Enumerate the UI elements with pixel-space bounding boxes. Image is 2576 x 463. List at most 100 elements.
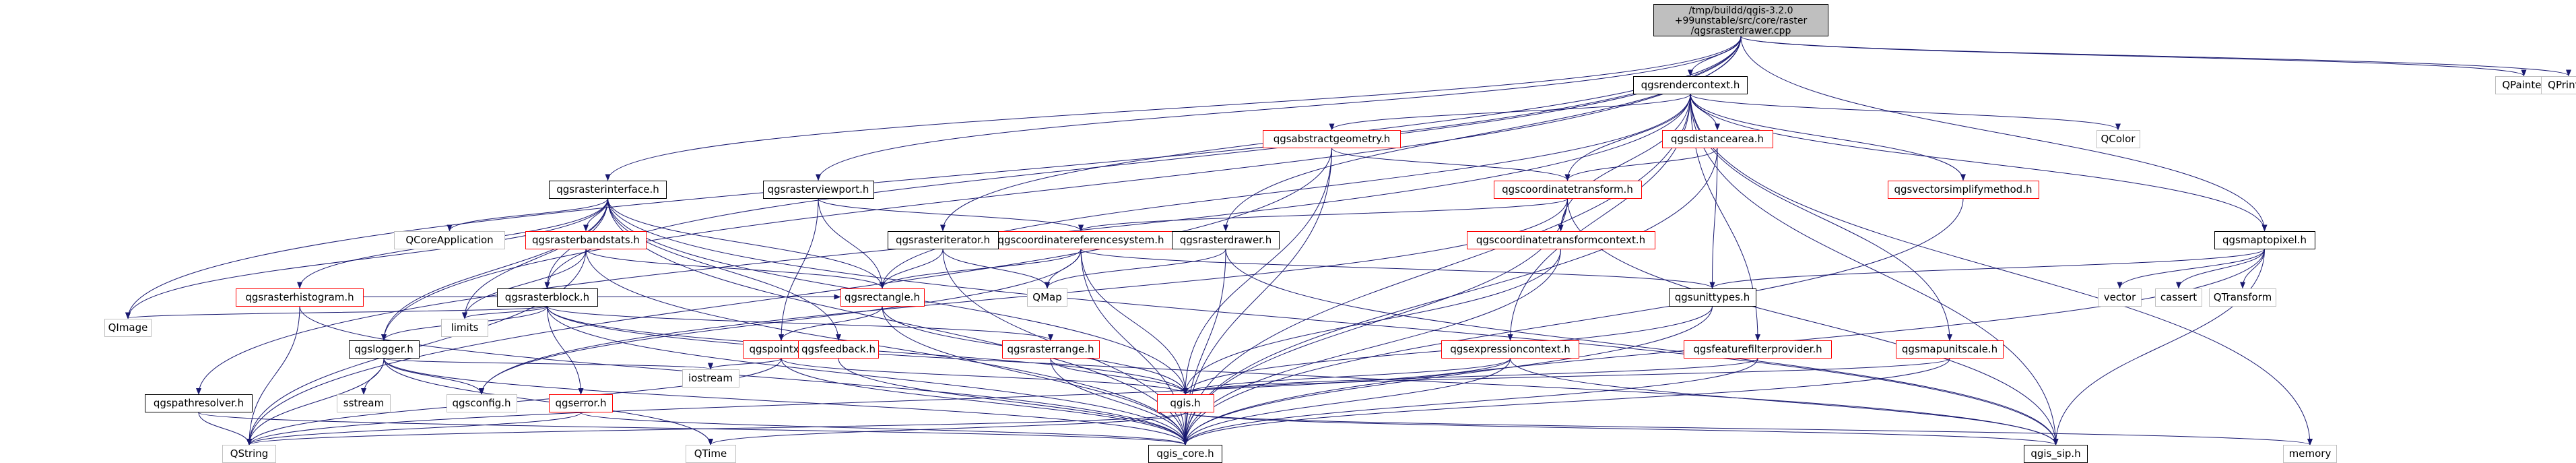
edge-qgsrendercontext-to-qgis_core <box>1183 94 1691 445</box>
node-qimage[interactable]: QImage <box>104 318 152 337</box>
edge-qgsrendercontext-to-qgscoordinatetransform <box>1564 94 1691 181</box>
edge-qgsrendercontext-to-qgis_sip <box>1690 94 2059 445</box>
node-qgis[interactable]: qgis.h <box>1156 394 1214 412</box>
edge-qgscoordinatereferencesystem-to-qgsconfig <box>479 249 1082 395</box>
edge-qgsabstractgeometry-to-qgis <box>1183 148 1332 395</box>
node-qgsabstractgeometry[interactable]: qgsabstractgeometry.h <box>1263 129 1401 148</box>
node-sstream[interactable]: sstream <box>337 394 391 412</box>
node-vector[interactable]: vector <box>2098 288 2142 307</box>
node-qgslogger[interactable]: qgslogger.h <box>348 340 420 359</box>
edge-qgsrasterhistogram-to-qstring <box>246 306 300 445</box>
node-qgsvectorsimplifymethod[interactable]: qgsvectorsimplifymethod.h <box>1887 180 2039 199</box>
edge-qgserror-to-qstring <box>246 412 581 445</box>
node-qgsconfig[interactable]: qgsconfig.h <box>446 394 517 412</box>
edge-qgsfeaturefilterprovider-to-qgis_core <box>1183 358 1758 445</box>
root-line-3: /qgsrasterdrawer.cpp <box>1690 26 1791 36</box>
edge-qgsunittypes-to-qgis_core <box>1183 306 1713 445</box>
node-qgis-core[interactable]: qgis_core.h <box>1148 445 1222 463</box>
root-file-node[interactable]: /tmp/buildd/qgis-3.2.0 +99unstable/src/c… <box>1653 4 1828 36</box>
node-qgsrasterinterface[interactable]: qgsrasterinterface.h <box>549 180 667 199</box>
edge-qgsabstractgeometry-to-qstring <box>246 148 1332 445</box>
edge-qgsrasterviewport-to-qgscoordinatereferencesystem <box>818 198 1084 232</box>
edge-qgspointxy-to-iostream <box>708 358 782 370</box>
node-qgscoordinatetransformcontext[interactable]: qgscoordinatetransformcontext.h <box>1466 230 1655 249</box>
node-limits[interactable]: limits <box>441 318 488 337</box>
edge-qgslogger-to-qgis_core <box>383 358 1188 445</box>
edge-root-to-qprinter <box>1740 36 2571 77</box>
edge-qgsrasterinterface-to-qgslogger <box>381 198 608 341</box>
node-qstring[interactable]: QString <box>222 445 276 463</box>
edge-qgsrasterblock-to-qgis_sip <box>547 306 2059 445</box>
edge-qgsrasterviewport-to-qgsrectangle <box>818 198 885 289</box>
node-qgsfeedback[interactable]: qgsfeedback.h <box>798 340 879 359</box>
edge-qgsrasterinterface-to-qgsfeedback <box>607 198 841 341</box>
node-qmap[interactable]: QMap <box>1027 288 1067 307</box>
edge-qgsdistancearea-to-qgsunittypes <box>1709 148 1718 289</box>
graph-nodes: /tmp/buildd/qgis-3.2.0 +99unstable/src/c… <box>104 4 2576 463</box>
edge-qgsexpressioncontext-to-qstring <box>246 358 1511 445</box>
edge-qgspathresolver-to-qgis_core <box>198 412 1188 445</box>
edge-qgsrasterblock-to-limits <box>462 306 548 319</box>
node-qgsrasterhistogram[interactable]: qgsrasterhistogram.h <box>236 288 364 307</box>
edge-qgsrendercontext-to-qgsabstractgeometry <box>1329 94 1691 131</box>
node-iostream[interactable]: iostream <box>682 369 739 388</box>
edge-qgsrasterblock-to-qimage <box>125 306 548 319</box>
node-qtransform[interactable]: QTransform <box>2209 288 2276 307</box>
edge-qgsrasterbandstats-to-limits <box>462 249 587 319</box>
edge-qgsrasteriterator-to-qmap <box>942 249 1050 289</box>
edge-qgsrendercontext-to-qgsmaptopixel <box>1690 94 2268 232</box>
edge-qgspointxy-to-qgis_core <box>781 358 1188 445</box>
edge-qgsrendercontext-to-qcolor <box>1690 94 2121 131</box>
edge-qgis-to-memory <box>1185 412 2313 445</box>
node-qgsfeaturefilterprovider[interactable]: qgsfeaturefilterprovider.h <box>1684 340 1832 359</box>
node-qgsrasterdrawer[interactable]: qgsrasterdrawer.h <box>1172 230 1280 249</box>
node-qgscoordinatereferencesystem[interactable]: qgscoordinatereferencesystem.h <box>988 230 1174 249</box>
edge-qgsrasterhistogram-to-qgis_core <box>299 306 1188 445</box>
edge-qgscoordinatetransformcontext-to-qgis <box>1183 249 1561 395</box>
edge-qgis-to-qstring <box>246 412 1186 445</box>
node-qgsunittypes[interactable]: qgsunittypes.h <box>1668 288 1756 307</box>
edge-qgspointxy-to-qgis <box>781 358 1188 395</box>
node-qgsmapunitscale[interactable]: qgsmapunitscale.h <box>1896 340 2004 359</box>
node-qgserror[interactable]: qgserror.h <box>549 394 613 412</box>
edge-qgsrasterinterface-to-qgis_sip <box>607 198 2059 445</box>
node-qgsrasterbandstats[interactable]: qgsrasterbandstats.h <box>525 230 647 249</box>
edge-root-to-qgsrasterviewport <box>816 36 1742 181</box>
node-qgsrasteriterator[interactable]: qgsrasteriterator.h <box>887 230 999 249</box>
edge-qgis-to-qgis_sip <box>1185 412 2059 445</box>
node-qcoreapplication[interactable]: QCoreApplication <box>394 230 505 249</box>
root-line-1: /tmp/buildd/qgis-3.2.0 <box>1688 5 1793 16</box>
edge-qgsrasterblock-to-qgis_core <box>547 306 1188 445</box>
edge-qgsrasterinterface-to-qcoreapplication <box>447 198 608 232</box>
node-qprinter[interactable]: QPrinter <box>2541 75 2576 94</box>
edge-qgsrasterdrawer-to-qgis_sip <box>1225 249 2059 445</box>
edge-qgsrasterblock-to-qgsrasterrange <box>547 306 1053 341</box>
edge-qgsrasterdrawer-to-qmap <box>1045 249 1226 289</box>
node-qgsrasterviewport[interactable]: qgsrasterviewport.h <box>762 180 874 199</box>
edge-qgsmaptopixel-to-qgis_sip <box>2053 249 2265 445</box>
node-qgscoordinatetransform[interactable]: qgscoordinatetransform.h <box>1493 180 1642 199</box>
edge-qgsmapunitscale-to-qgis <box>1183 358 1950 395</box>
edge-qgsrasterinterface-to-qimage <box>125 198 608 319</box>
edge-qgsrendercontext-to-memory <box>1690 94 2313 445</box>
node-qgsdistancearea[interactable]: qgsdistancearea.h <box>1661 129 1773 148</box>
edge-qgsrectangle-to-qgis_core <box>882 306 1188 445</box>
node-qgis-sip[interactable]: qgis_sip.h <box>2024 445 2088 463</box>
edge-qgslogger-to-sstream <box>361 358 385 395</box>
edge-qgsrasterrange-to-qgis_core <box>1050 358 1188 445</box>
node-qgsrendercontext[interactable]: qgsrendercontext.h <box>1633 75 1748 94</box>
node-qgspathresolver[interactable]: qgspathresolver.h <box>145 394 253 412</box>
node-qcolor[interactable]: QColor <box>2096 129 2140 148</box>
node-qtime[interactable]: QTime <box>685 445 736 463</box>
node-qgsrasterblock[interactable]: qgsrasterblock.h <box>496 288 598 307</box>
node-qgsrectangle[interactable]: qgsrectangle.h <box>840 288 925 307</box>
edge-root-to-qgsrasterinterface <box>605 36 1742 181</box>
edge-qgsrasterrange-to-qgis <box>1050 358 1188 395</box>
node-cassert[interactable]: cassert <box>2155 288 2202 307</box>
edge-qgsrasterbandstats-to-qgsrectangle <box>585 249 885 289</box>
node-qgsrasterrange[interactable]: qgsrasterrange.h <box>1001 340 1100 359</box>
node-memory[interactable]: memory <box>2283 445 2337 463</box>
node-qgsmaptopixel[interactable]: qgsmaptopixel.h <box>2214 230 2315 249</box>
edge-qgsmapunitscale-to-qgis_core <box>1183 358 1950 445</box>
node-qgsexpressioncontext[interactable]: qgsexpressioncontext.h <box>1441 340 1579 359</box>
